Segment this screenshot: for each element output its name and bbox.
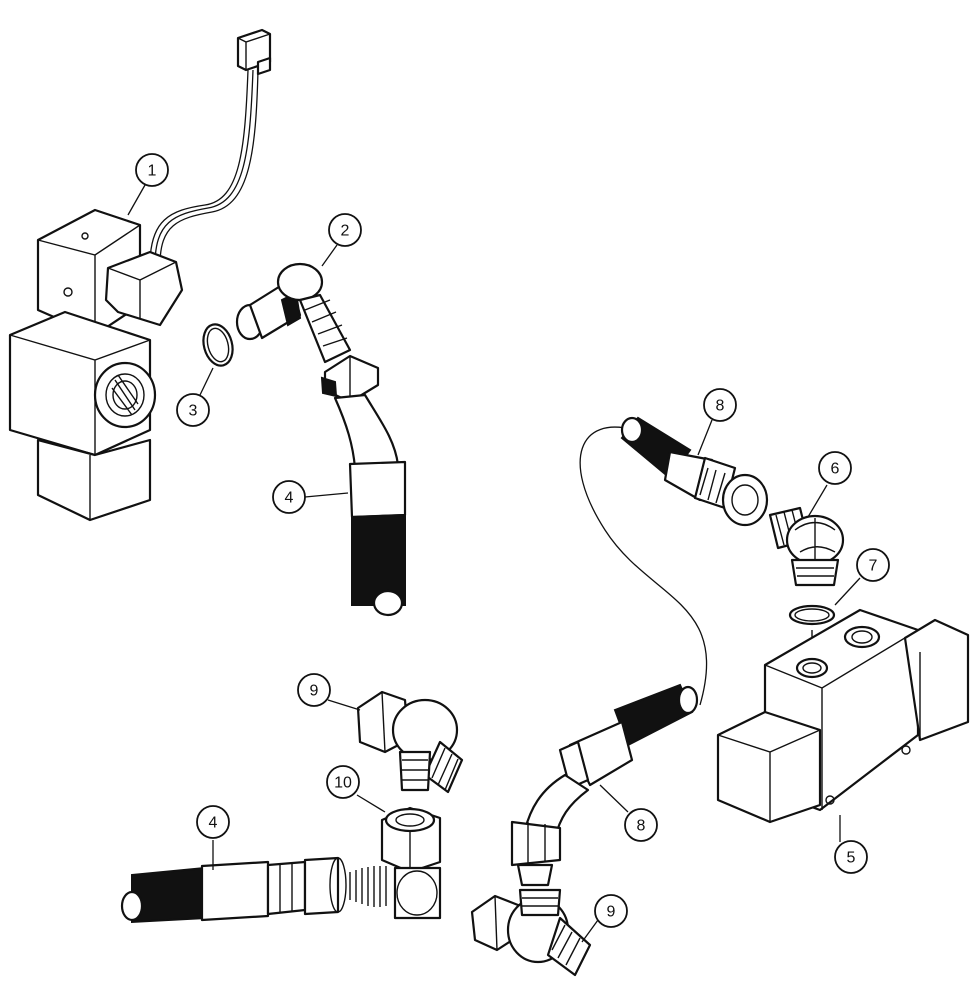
callout-label: 1 (148, 163, 157, 180)
port-a (843, 625, 881, 649)
elbow-fitting-part-6 (768, 506, 845, 587)
callout-label: 7 (869, 558, 878, 575)
callout-label: 3 (189, 403, 198, 420)
callout-4-upper: 4 (272, 480, 306, 514)
hose-ferrule (348, 460, 407, 519)
callout-9-lower: 9 (594, 894, 628, 928)
callout-9-upper: 9 (297, 673, 331, 707)
elbow-fitting-part-2 (235, 262, 352, 364)
valve-base (36, 438, 152, 522)
tee-fitting-part-9-upper (356, 690, 464, 794)
hose-line (579, 426, 708, 706)
tee-fitting-part-9-lower (470, 888, 592, 977)
o-ring-part-3 (202, 323, 234, 367)
hose (351, 513, 406, 606)
hose-assembly-part-4-upper (320, 354, 407, 617)
callout-label: 8 (637, 818, 646, 835)
callout-label: 6 (831, 461, 840, 478)
callout-8-lower: 8 (624, 808, 658, 842)
callout-label: 9 (310, 683, 319, 700)
wire-lead (149, 69, 249, 266)
callout-6: 6 (818, 451, 852, 485)
o-ring-part-7 (788, 604, 836, 660)
swivel-nut-part-10 (380, 806, 442, 874)
callout-label: 4 (285, 490, 294, 507)
callout-label: 10 (334, 775, 352, 792)
coil-cap (104, 250, 184, 327)
callout-7: 7 (856, 548, 890, 582)
valve-block-part-5 (716, 608, 970, 824)
callout-10: 10 (326, 765, 360, 799)
callout-1: 1 (135, 153, 169, 187)
callout-4-lower: 4 (196, 805, 230, 839)
port-b (795, 657, 829, 679)
callout-label: 9 (607, 904, 616, 921)
hose-fitting-part-8-lower (510, 683, 699, 887)
callout-8-upper: 8 (703, 388, 737, 422)
callout-2: 2 (328, 213, 362, 247)
callout-5: 5 (834, 840, 868, 874)
callout-label: 4 (209, 815, 218, 832)
callout-3: 3 (176, 393, 210, 427)
solenoid-valve-part (8, 28, 272, 522)
callout-label: 5 (847, 850, 856, 867)
callout-label: 2 (341, 223, 350, 240)
hose-fitting-part-8-upper (579, 416, 769, 706)
hose-assembly-part-4-lower (120, 856, 442, 924)
callout-label: 8 (716, 398, 725, 415)
leader-lines (127, 184, 861, 943)
